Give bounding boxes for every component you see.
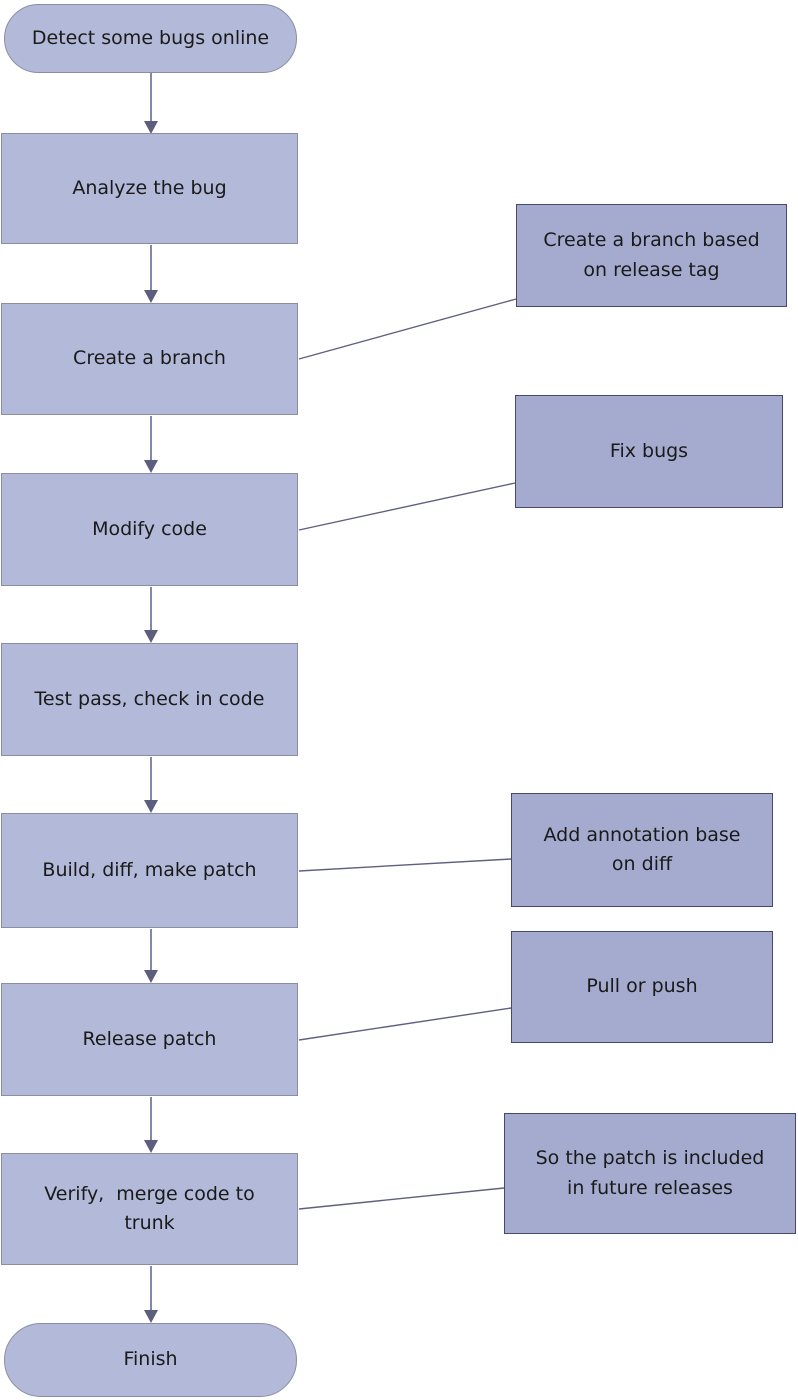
step-node-analyze: Analyze the bug [1,133,298,244]
step-node-build-patch: Build, diff, make patch [1,813,298,928]
end-node: Finish [4,1323,297,1397]
end-node-label: Finish [123,1348,178,1371]
arrow-modify-code-to-test-pass [144,587,158,643]
note-node-label: Create a branch based on release tag [543,229,760,281]
step-node-modify-code: Modify code [1,473,298,586]
arrow-test-pass-to-build-patch [144,757,158,813]
connector-build-patch-note [298,858,512,872]
note-node-annotation-diff: Add annotation base on diff [511,793,773,907]
connector-modify-code-note [298,482,516,531]
note-node-label: Pull or push [586,975,698,998]
step-node-verify-merge: Verify, merge code to trunk [1,1153,298,1265]
connector-verify-merge-note [298,1187,505,1210]
arrow-release-patch-to-verify-merge [144,1097,158,1153]
connector-release-patch-note [298,1007,512,1041]
note-node-label: Fix bugs [609,439,689,462]
note-node-pull-push: Pull or push [511,931,773,1043]
step-node-label: Modify code [92,517,207,540]
connector-create-branch-note [298,298,517,360]
step-node-label: Build, diff, make patch [42,858,257,881]
start-node-label: Detect some bugs online [31,26,270,49]
step-node-label: Verify, merge code to trunk [44,1182,255,1234]
arrow-start-to-analyze [144,73,158,134]
note-node-label: So the patch is included in future relea… [535,1147,765,1199]
step-node-label: Test pass, check in code [34,687,265,710]
step-node-label: Release patch [82,1027,217,1050]
arrow-build-patch-to-release-patch [144,929,158,983]
note-node-label: Add annotation base on diff [543,823,741,875]
step-node-release-patch: Release patch [1,983,298,1096]
arrow-analyze-to-create-branch [144,245,158,303]
step-node-test-pass: Test pass, check in code [1,643,298,756]
start-node: Detect some bugs online [4,4,297,73]
arrow-create-branch-to-modify-code [144,416,158,473]
note-node-future-releases: So the patch is included in future relea… [504,1113,796,1234]
arrow-verify-merge-to-finish [144,1266,158,1323]
note-node-fix-bugs: Fix bugs [515,395,783,508]
step-node-label: Analyze the bug [72,176,227,199]
step-node-label: Create a branch [73,347,226,370]
note-node-branch-tag: Create a branch based on release tag [516,204,787,307]
step-node-create-branch: Create a branch [1,303,298,415]
